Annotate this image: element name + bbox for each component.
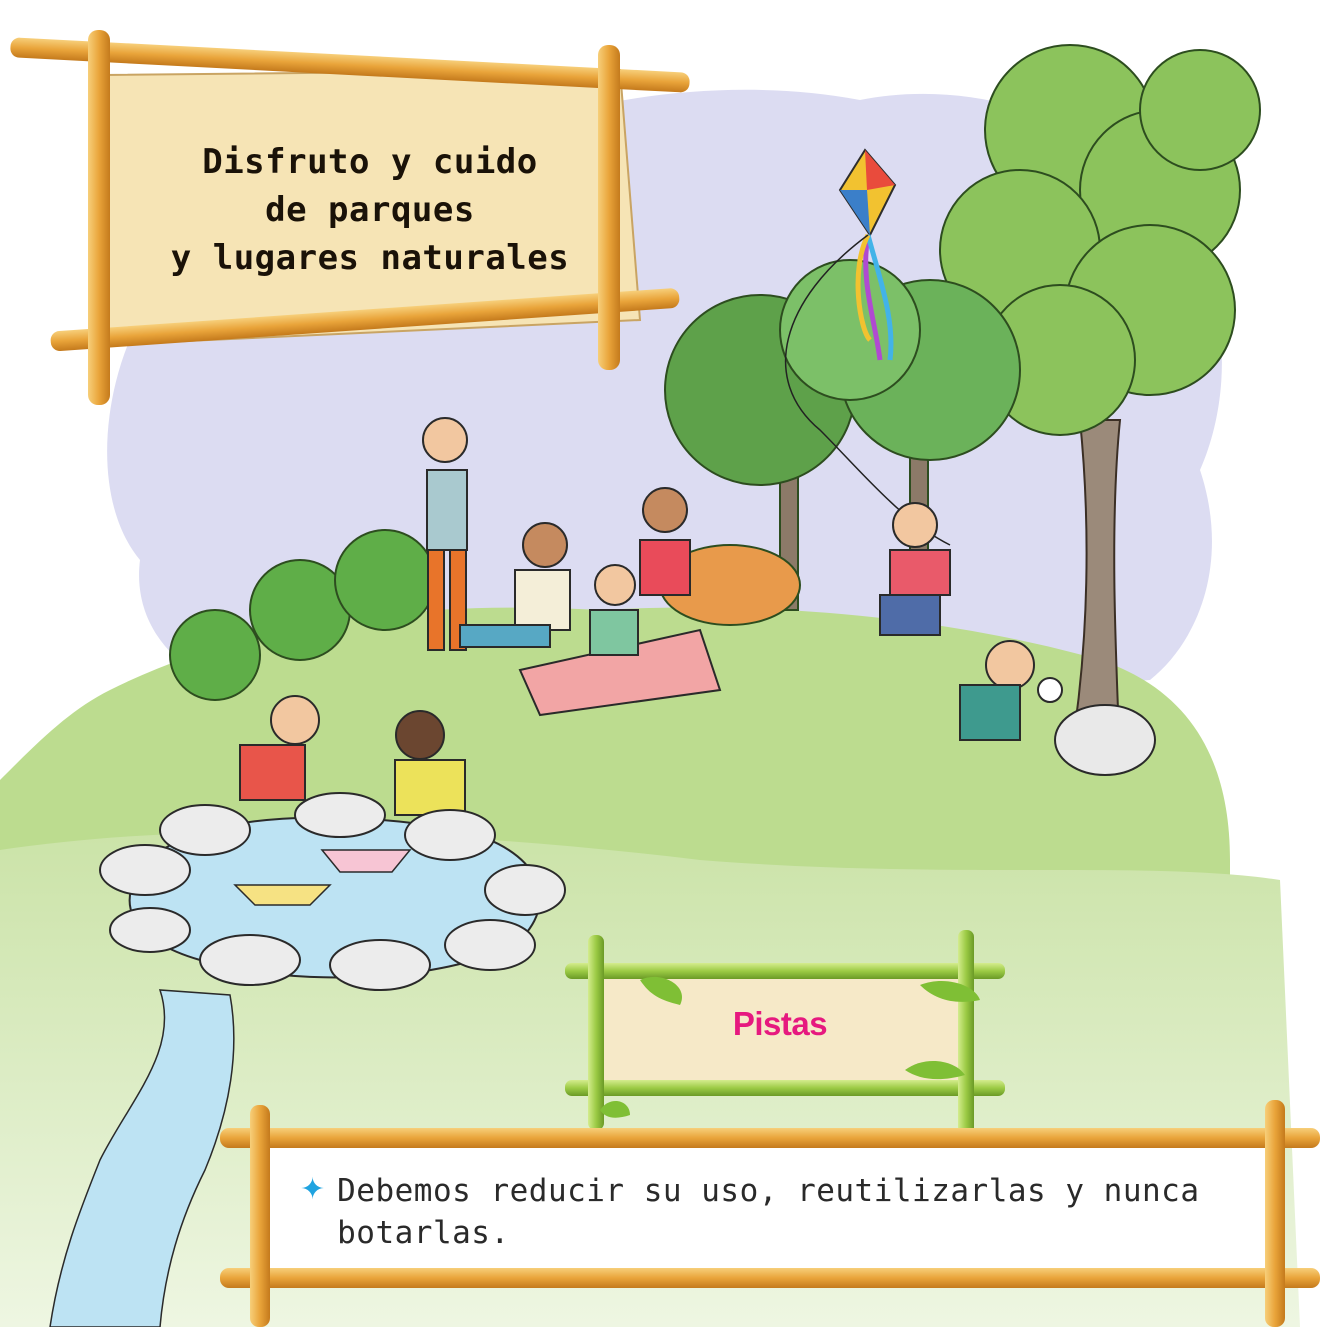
mid-trees: [664, 259, 1021, 631]
page-title: Disfruto y cuido de parques y lugares na…: [150, 138, 590, 282]
hint-text: Debemos reducir su uso, reutilizarlas y …: [337, 1173, 1200, 1251]
four-point-star-icon: ✦: [300, 1172, 326, 1207]
kite: [784, 148, 951, 546]
pond: [49, 792, 566, 1327]
title-sign: [10, 30, 690, 405]
bushes: [169, 529, 801, 701]
people: [239, 417, 1156, 816]
hint-panel: [220, 1100, 1320, 1327]
title-line-2: de parques: [265, 190, 475, 230]
title-line-3: y lugares naturales: [170, 238, 570, 278]
pistas-heading: Pistas: [732, 1005, 828, 1042]
hint-item: ✦ Debemos reducir su uso, reutilizarlas …: [300, 1170, 1220, 1254]
big-tree-canopy: [939, 44, 1261, 436]
title-line-1: Disfruto y cuido: [202, 142, 538, 182]
pistas-sign: [565, 930, 1005, 1135]
